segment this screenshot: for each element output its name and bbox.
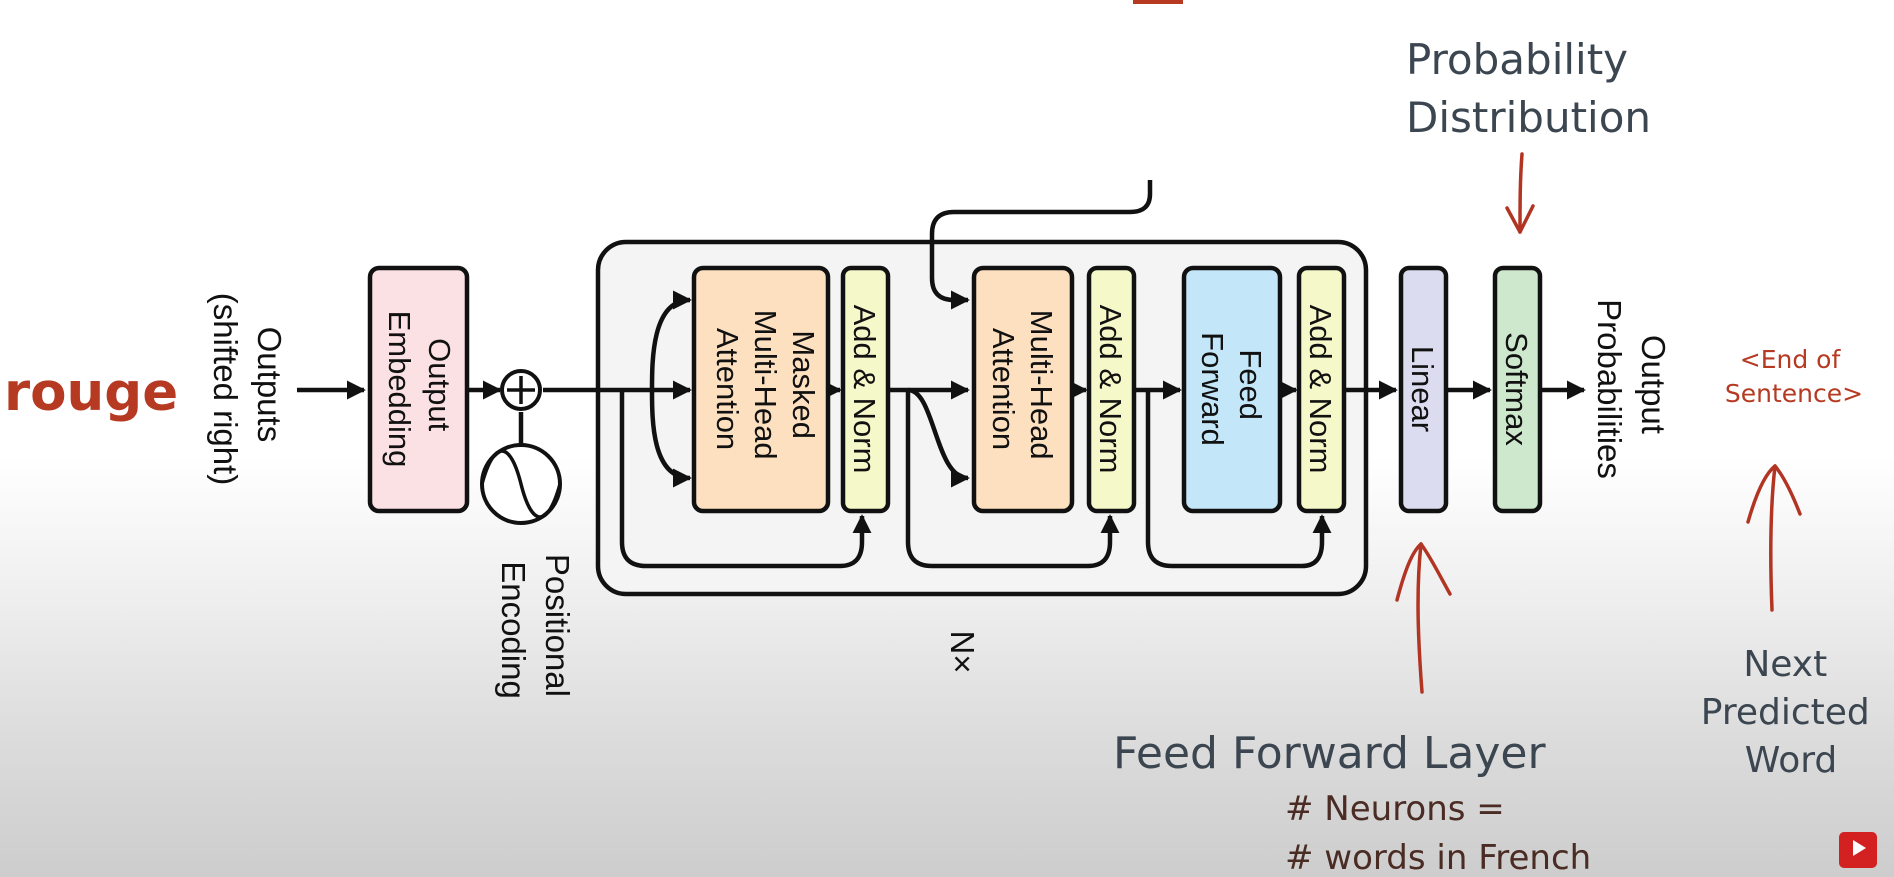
svg-text:Linear: Linear [1405,346,1440,432]
current-word-label: rouge [4,362,178,423]
adder-icon [500,369,542,411]
positional-encoding-icon [480,443,562,525]
svg-text:Add & Norm: Add & Norm [1303,305,1338,474]
linear-block: Linear [1398,265,1449,514]
output-probabilities-label: Output Probabilities [1591,299,1672,479]
end-of-sentence-label: <End of Sentence> [1725,345,1863,408]
multi-head-attention-block: Multi-Head Attention [971,265,1075,514]
outputs-label: Outputs (shifted right) [207,293,288,486]
svg-text:Multi-Head Attention: Multi-Head Attention [986,310,1059,469]
svg-text:Softmax: Softmax [1499,332,1534,446]
svg-text:Masked Multi-Head: Masked Multi-Head Attention [710,310,821,469]
masked-attention-block: Masked Multi-Head Attention [691,265,831,514]
softmax-block: Softmax [1492,265,1543,514]
repeat-count-label: N× [944,630,981,673]
arrow-up-to-end-token-icon [1746,464,1802,612]
subscribe-badge-icon[interactable] [1839,832,1877,868]
svg-text:Add & Norm: Add & Norm [1093,305,1128,474]
probability-distribution-label: Probability Distribution [1406,35,1651,142]
add-norm-block-3: Add & Norm [1296,265,1347,514]
connection-wires [297,180,1586,569]
partial-red-shape [1133,0,1183,4]
feed-forward-layer-detail: # Neurons = # words in French [1285,789,1591,877]
feed-forward-layer-title: Feed Forward Layer [1113,728,1546,779]
arrow-up-to-linear-icon [1395,542,1452,694]
feed-forward-block: Feed Forward [1181,265,1283,514]
svg-text:Add & Norm: Add & Norm [847,305,882,474]
add-norm-block-2: Add & Norm [1086,265,1137,514]
svg-text:Output Embedding: Output Embedding [382,311,457,468]
next-predicted-word-label: Next Predicted Word [1701,644,1881,781]
arrow-down-to-softmax-icon [1505,152,1535,234]
output-embedding-block: Output Embedding [367,265,470,514]
svg-text:Feed Forward: Feed Forward [1195,332,1268,446]
positional-encoding-label: Positional Encoding [495,554,576,706]
add-norm-block-1: Add & Norm [840,265,891,514]
